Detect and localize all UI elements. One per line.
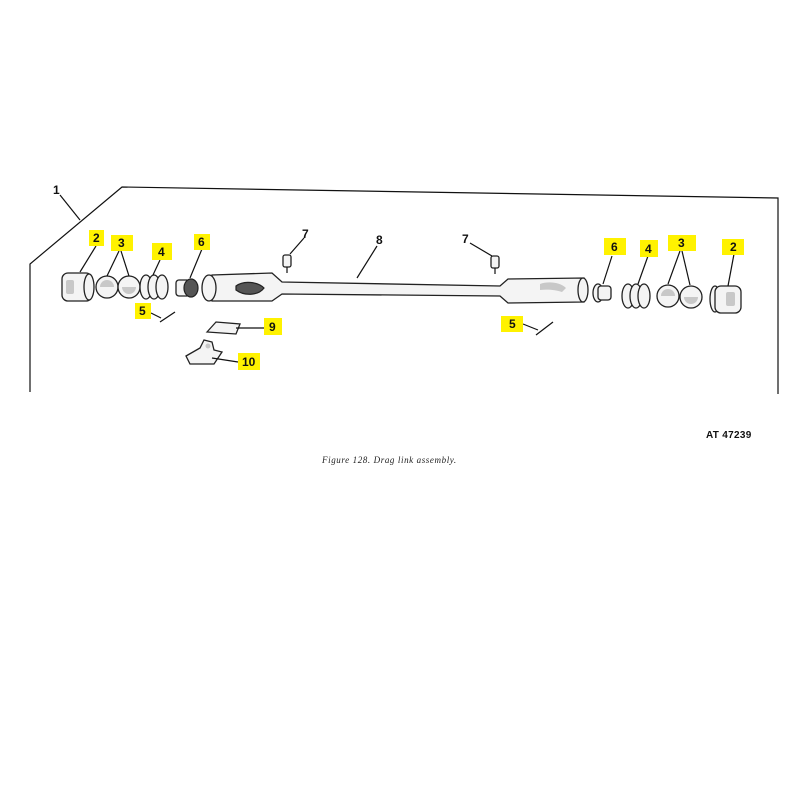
leader-3-left-a	[106, 250, 120, 277]
leader-7-left	[289, 237, 305, 255]
leader-2-left	[79, 245, 97, 273]
callout-9-highlight	[264, 318, 282, 335]
callout-4-right: 4	[645, 242, 652, 256]
part-4-left-spring	[139, 274, 169, 300]
part-3-left-ball-seats	[95, 275, 141, 299]
leader-1	[59, 194, 81, 221]
part-10-bracket	[185, 339, 224, 365]
callout-6-right-highlight	[604, 238, 626, 255]
callout-8: 8	[376, 233, 383, 247]
part-7-left-lube-fitting	[282, 254, 292, 273]
callout-4-right-highlight	[640, 240, 658, 257]
leader-3-right-a	[667, 250, 681, 285]
leader-5-right	[522, 323, 539, 331]
callout-10: 10	[242, 355, 256, 369]
part-8-drag-link-tube	[201, 272, 589, 304]
part-5-right-cotter-pin	[535, 321, 554, 336]
figure-caption: Figure 128. Drag link assembly.	[322, 455, 457, 465]
callout-7-right: 7	[462, 232, 469, 246]
part-4-right-spring	[621, 283, 651, 309]
leader-7-right	[469, 242, 493, 257]
leader-3-right-b	[681, 250, 691, 286]
leader-4-right	[637, 255, 649, 285]
callout-6-left: 6	[198, 235, 205, 249]
callout-3-right-highlight	[668, 235, 696, 251]
leader-3-left-b	[120, 250, 130, 277]
leader-5-left	[150, 312, 162, 319]
callout-4-left: 4	[158, 245, 165, 259]
leader-6-left	[189, 248, 203, 279]
part-2-left-end-plug	[61, 272, 95, 302]
callout-2-left-highlight	[89, 230, 104, 246]
leader-4-left	[152, 259, 161, 276]
callout-9: 9	[269, 320, 276, 334]
assembly-frame	[29, 186, 779, 394]
part-5-left-cotter-pin	[159, 311, 176, 323]
callout-5-right-highlight	[501, 316, 523, 332]
callout-3-left: 3	[118, 236, 125, 250]
leader-10	[211, 357, 239, 363]
callout-5-left: 5	[139, 304, 146, 318]
part-2-right-end-plug	[709, 285, 742, 314]
part-9-plate	[205, 321, 241, 335]
part-6-left-dust-shield	[175, 278, 199, 298]
callout-6-left-highlight	[194, 234, 210, 250]
callout-7-left: 7	[302, 227, 309, 241]
callout-2-left: 2	[93, 231, 100, 245]
figure-number: AT 47239	[706, 430, 752, 441]
callout-10-highlight	[238, 353, 260, 370]
callout-4-left-highlight	[152, 243, 172, 260]
callout-2-right: 2	[730, 240, 737, 254]
callout-5-left-highlight	[135, 303, 151, 319]
callout-3-right: 3	[678, 236, 685, 250]
part-7-right-lube-fitting	[490, 255, 500, 274]
callout-2-right-highlight	[722, 239, 744, 255]
leader-6-right	[602, 255, 613, 285]
part-3-right-ball-seats	[656, 284, 703, 309]
callout-5-right: 5	[509, 317, 516, 331]
leader-8	[356, 245, 378, 279]
leader-2-right	[727, 253, 735, 287]
callout-6-right: 6	[611, 240, 618, 254]
callout-3-left-highlight	[111, 235, 133, 251]
callout-1: 1	[53, 183, 60, 197]
part-6-right-dust-shield	[592, 283, 612, 303]
